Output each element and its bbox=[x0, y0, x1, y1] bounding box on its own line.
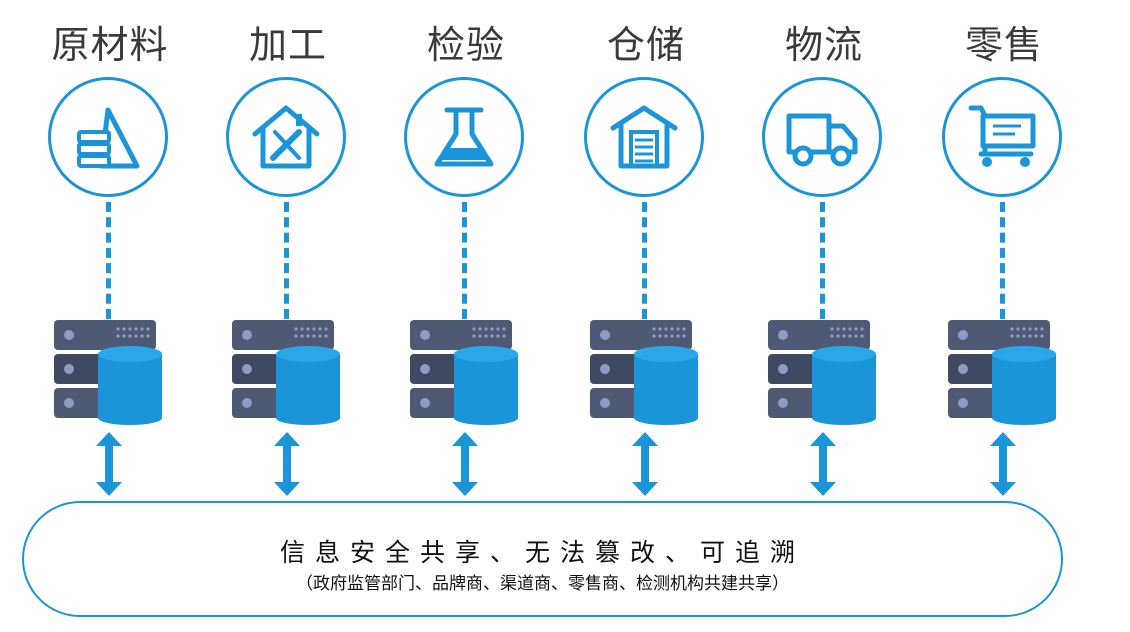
stage-icon-circle bbox=[404, 77, 524, 197]
stage-title: 仓储 bbox=[606, 23, 685, 67]
dashed-connector bbox=[1000, 202, 1005, 319]
dashed-connector bbox=[284, 202, 289, 319]
bidirectional-arrow-icon bbox=[810, 432, 836, 496]
warehouse-icon bbox=[610, 105, 678, 169]
raw-material-icon bbox=[77, 107, 140, 169]
stage-inspection: 检验 bbox=[376, 0, 556, 500]
database-server-icon bbox=[232, 320, 340, 425]
stage-title: 原材料 bbox=[51, 23, 169, 67]
database-server-icon bbox=[948, 320, 1056, 425]
stage-retail: 零售 bbox=[914, 0, 1094, 500]
stage-logistics: 物流 bbox=[734, 0, 914, 500]
database-server-icon bbox=[590, 320, 698, 425]
dashed-connector bbox=[462, 202, 467, 319]
stage-icon-circle bbox=[942, 77, 1062, 197]
bidirectional-arrow-icon bbox=[452, 432, 478, 496]
database-server-icon bbox=[54, 320, 162, 425]
stage-title: 检验 bbox=[426, 23, 505, 67]
shared-ledger-box: 信息安全共享、无法篡改、可追溯 （政府监管部门、品牌商、渠道商、零售商、检测机构… bbox=[22, 501, 1063, 617]
stage-title: 物流 bbox=[784, 23, 863, 67]
stage-icon-circle bbox=[226, 77, 346, 197]
stage-processing: 加工 bbox=[198, 0, 378, 500]
bidirectional-arrow-icon bbox=[990, 432, 1016, 496]
dashed-connector bbox=[106, 202, 111, 319]
bidirectional-arrow-icon bbox=[96, 432, 122, 496]
processing-icon bbox=[252, 105, 320, 169]
stage-warehouse: 仓储 bbox=[556, 0, 736, 500]
shopping-cart-icon bbox=[968, 105, 1036, 167]
database-server-icon bbox=[410, 320, 518, 425]
truck-icon bbox=[786, 113, 858, 167]
shared-ledger-participants: （政府监管部门、品牌商、渠道商、零售商、检测机构共建共享） bbox=[296, 574, 789, 594]
bidirectional-arrow-icon bbox=[274, 432, 300, 496]
stage-raw-material: 原材料 bbox=[20, 0, 200, 500]
dashed-connector bbox=[820, 202, 825, 319]
stage-icon-circle bbox=[762, 77, 882, 197]
shared-ledger-title: 信息安全共享、无法篡改、可追溯 bbox=[279, 538, 805, 567]
stage-title: 零售 bbox=[964, 23, 1043, 67]
database-server-icon bbox=[768, 320, 876, 425]
dashed-connector bbox=[642, 202, 647, 319]
bidirectional-arrow-icon bbox=[632, 432, 658, 496]
stage-icon-circle bbox=[584, 77, 704, 197]
stage-title: 加工 bbox=[248, 23, 327, 67]
stage-icon-circle bbox=[48, 77, 168, 197]
flask-icon bbox=[434, 107, 494, 167]
